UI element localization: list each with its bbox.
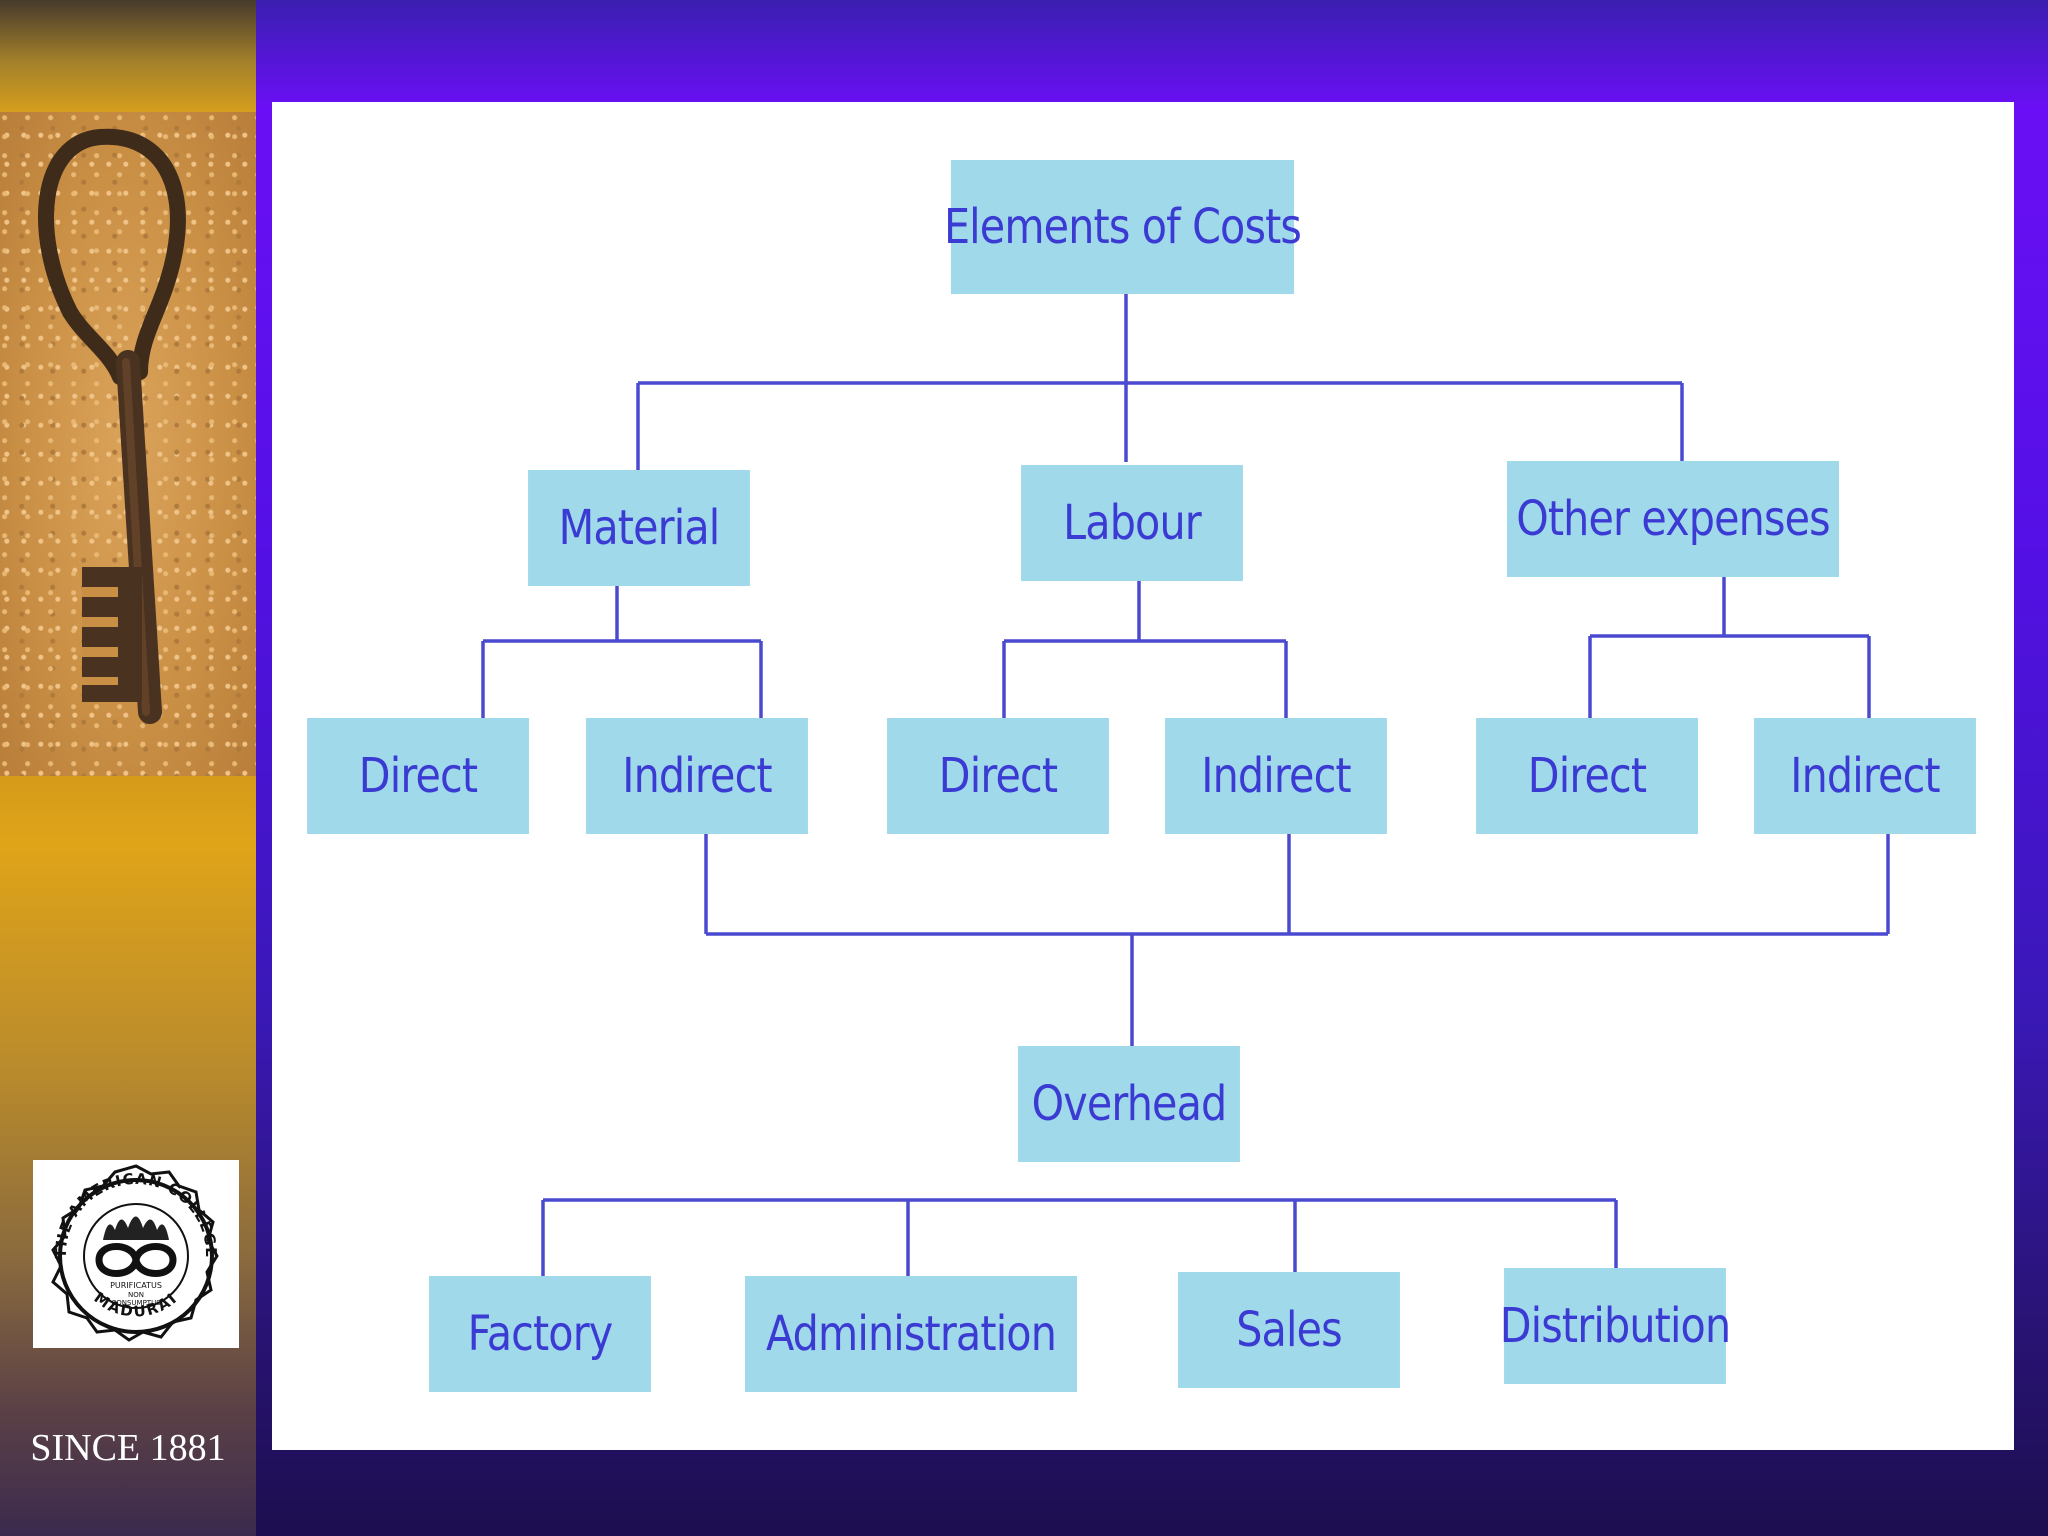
seal-motto-2: NON xyxy=(128,1291,144,1299)
node-label: Material xyxy=(558,500,721,556)
node-label: Factory xyxy=(467,1306,614,1362)
node-overhead: Overhead xyxy=(1018,1046,1240,1162)
content-panel xyxy=(272,102,2014,1450)
node-label: Distribution xyxy=(1499,1298,1731,1354)
node-other-expenses: Other expenses xyxy=(1507,461,1839,577)
node-labour: Labour xyxy=(1021,465,1243,581)
node-label: Direct xyxy=(358,748,478,804)
node-label: Direct xyxy=(1527,748,1647,804)
node-labour-direct: Direct xyxy=(887,718,1109,834)
node-material-indirect: Indirect xyxy=(586,718,808,834)
node-material: Material xyxy=(528,470,750,586)
node-labour-indirect: Indirect xyxy=(1165,718,1387,834)
node-elements-of-costs: Elements of Costs xyxy=(944,160,1302,294)
seal-motto-3: CONSUMPTUS xyxy=(111,1299,161,1307)
node-administration: Administration xyxy=(745,1276,1077,1392)
node-other-indirect: Indirect xyxy=(1754,718,1976,834)
node-sales: Sales xyxy=(1178,1272,1400,1388)
since-label: SINCE 1881 xyxy=(30,1427,226,1469)
sidebar: THE AMERICAN COLLEGE MADURAI PURIFICATUS… xyxy=(0,0,256,1536)
node-label: Direct xyxy=(938,748,1058,804)
node-material-direct: Direct xyxy=(307,718,529,834)
node-label: Indirect xyxy=(1790,748,1940,804)
node-label: Elements of Costs xyxy=(943,199,1302,255)
node-label: Sales xyxy=(1236,1302,1342,1358)
node-label: Overhead xyxy=(1031,1076,1228,1132)
college-seal: THE AMERICAN COLLEGE MADURAI PURIFICATUS… xyxy=(33,1160,239,1348)
node-factory: Factory xyxy=(429,1276,651,1392)
node-distribution: Distribution xyxy=(1500,1268,1731,1384)
node-label: Other expenses xyxy=(1516,491,1830,547)
key-icon xyxy=(38,128,186,724)
node-label: Indirect xyxy=(1201,748,1351,804)
seal-motto-1: PURIFICATUS xyxy=(110,1281,162,1290)
node-label: Labour xyxy=(1063,495,1202,551)
node-label: Administration xyxy=(765,1306,1057,1362)
node-other-direct: Direct xyxy=(1476,718,1698,834)
node-label: Indirect xyxy=(622,748,772,804)
key-photo xyxy=(0,112,256,776)
